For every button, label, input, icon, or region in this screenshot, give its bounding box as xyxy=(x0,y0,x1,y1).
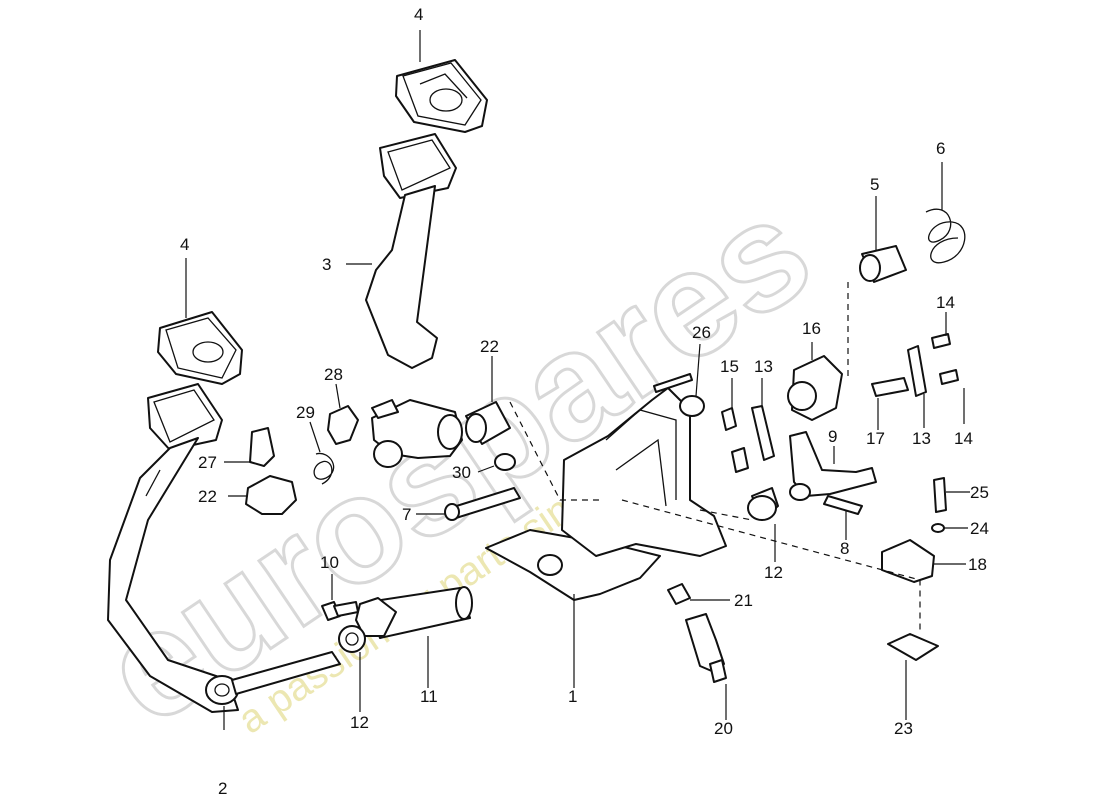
callout-23: 23 xyxy=(894,719,913,738)
housing-16-bolt-17 xyxy=(787,355,909,421)
bushing-22-and-pin-7 xyxy=(444,401,521,521)
brake-pedal xyxy=(365,133,463,468)
callout-18: 18 xyxy=(968,555,987,574)
pedal-bracket xyxy=(485,373,727,601)
callout-6: 6 xyxy=(936,139,945,158)
bolt-10 xyxy=(321,601,359,621)
callout-28: 28 xyxy=(324,365,343,384)
callout-12-right: 12 xyxy=(764,563,783,582)
callout-30: 30 xyxy=(452,463,471,482)
assembly-lines xyxy=(509,282,921,630)
callout-12-left: 12 xyxy=(350,713,369,732)
callout-4-left: 4 xyxy=(180,235,189,254)
callout-labels: 4 3 4 2 1 5 6 7 8 9 10 11 12 12 13 13 14… xyxy=(180,5,989,798)
callout-17: 17 xyxy=(866,429,885,448)
bushing-12-right xyxy=(747,487,779,521)
callout-26: 26 xyxy=(692,323,711,342)
switch-18-plate-23 xyxy=(881,477,947,661)
small-parts-left xyxy=(245,405,516,515)
callout-1: 1 xyxy=(568,687,577,706)
callout-22-top: 22 xyxy=(480,337,499,356)
shaft-and-bushing xyxy=(338,586,473,653)
callout-5: 5 xyxy=(870,175,879,194)
clutch-pedal xyxy=(107,383,341,713)
leader-lines xyxy=(185,30,970,730)
callout-14-top: 14 xyxy=(936,293,955,312)
bushing-26 xyxy=(679,395,705,417)
callout-29: 29 xyxy=(296,403,315,422)
callout-11: 11 xyxy=(420,687,438,706)
callout-10: 10 xyxy=(320,553,339,572)
callout-4-top: 4 xyxy=(414,5,423,24)
brake-light-switch xyxy=(667,583,727,683)
pedal-pad-lower xyxy=(157,311,243,385)
callout-13-left: 13 xyxy=(754,357,773,376)
lever-9-pin-8 xyxy=(789,431,877,515)
callout-2: 2 xyxy=(218,779,227,798)
clips-15-links-13 xyxy=(721,405,775,473)
bushing-5-spring-6 xyxy=(859,208,966,283)
callout-14-bottom: 14 xyxy=(954,429,973,448)
callout-7: 7 xyxy=(402,505,411,524)
pedal-pad-upper xyxy=(395,59,488,133)
callout-24: 24 xyxy=(970,519,989,538)
callout-27: 27 xyxy=(198,453,217,472)
callout-20: 20 xyxy=(714,719,733,738)
callout-13-right: 13 xyxy=(912,429,931,448)
callout-15: 15 xyxy=(720,357,739,376)
callout-25: 25 xyxy=(970,483,989,502)
callout-21: 21 xyxy=(734,591,753,610)
bolts-14-strap-13 xyxy=(907,333,959,397)
callout-8: 8 xyxy=(840,539,849,558)
callout-22-left: 22 xyxy=(198,487,217,506)
callout-3: 3 xyxy=(322,255,331,274)
callout-9: 9 xyxy=(828,427,837,446)
callout-16: 16 xyxy=(802,319,821,338)
